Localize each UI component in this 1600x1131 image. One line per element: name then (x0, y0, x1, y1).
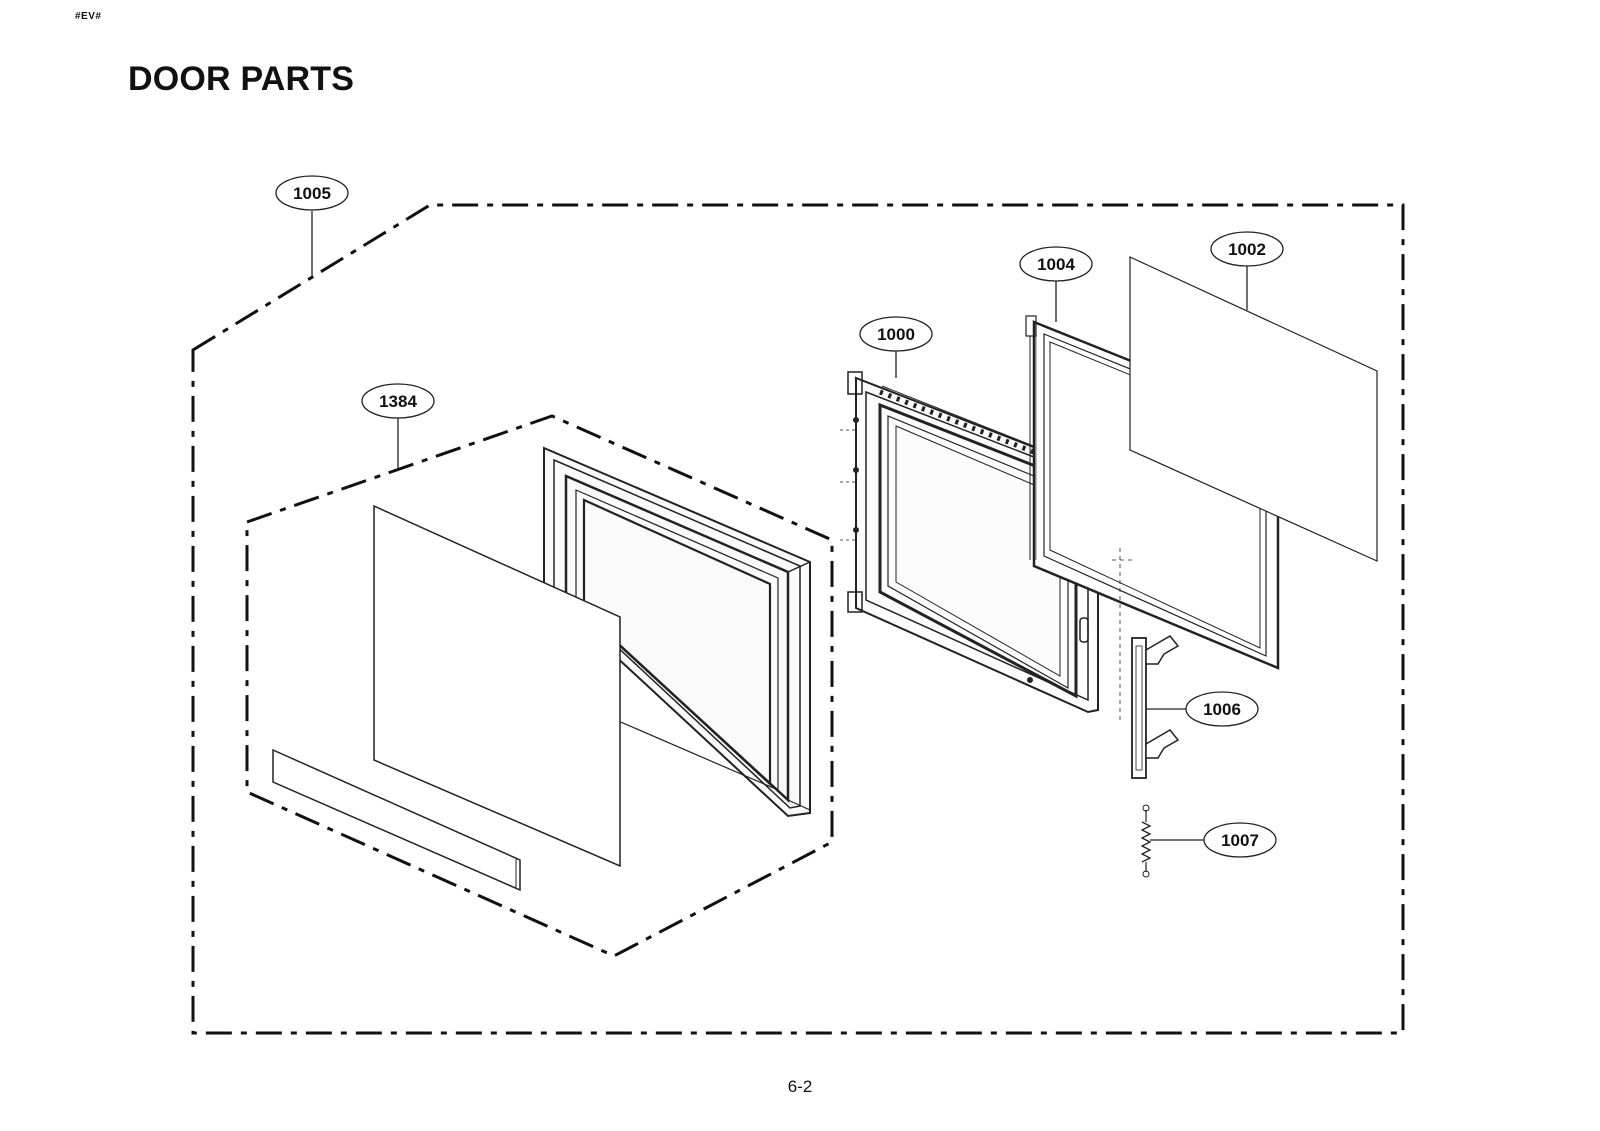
callout-1006: 1006 (1185, 691, 1259, 727)
latch-hook (1112, 548, 1180, 779)
page-title: DOOR PARTS (128, 60, 355, 98)
callout-1384: 1384 (361, 383, 435, 419)
door-frame-subassembly-boundary (245, 414, 834, 958)
leader-lines (311, 211, 1248, 841)
callout-label-1007: 1007 (1221, 831, 1259, 850)
callout-label-1006: 1006 (1203, 700, 1241, 719)
document-code: #EV# (75, 11, 102, 22)
door-assembly-boundary (191, 203, 1405, 1035)
door-outer-frame (543, 446, 811, 818)
callout-1004: 1004 (1019, 246, 1093, 282)
door-spring (1140, 804, 1152, 878)
callout-label-1384: 1384 (379, 392, 417, 411)
callout-label-1000: 1000 (877, 325, 915, 344)
callout-label-1002: 1002 (1228, 240, 1266, 259)
mesh-screen-panel (1129, 256, 1378, 562)
callout-1005: 1005 (275, 175, 349, 211)
front-glass-panel (373, 504, 621, 868)
callout-1000: 1000 (859, 316, 933, 352)
page-number: 6-2 (787, 1077, 813, 1096)
callout-1007: 1007 (1203, 822, 1277, 858)
bottom-trim-strip (272, 748, 521, 892)
callout-label-1004: 1004 (1037, 255, 1075, 274)
callout-label-1005: 1005 (293, 184, 331, 203)
callout-1002: 1002 (1210, 231, 1284, 267)
